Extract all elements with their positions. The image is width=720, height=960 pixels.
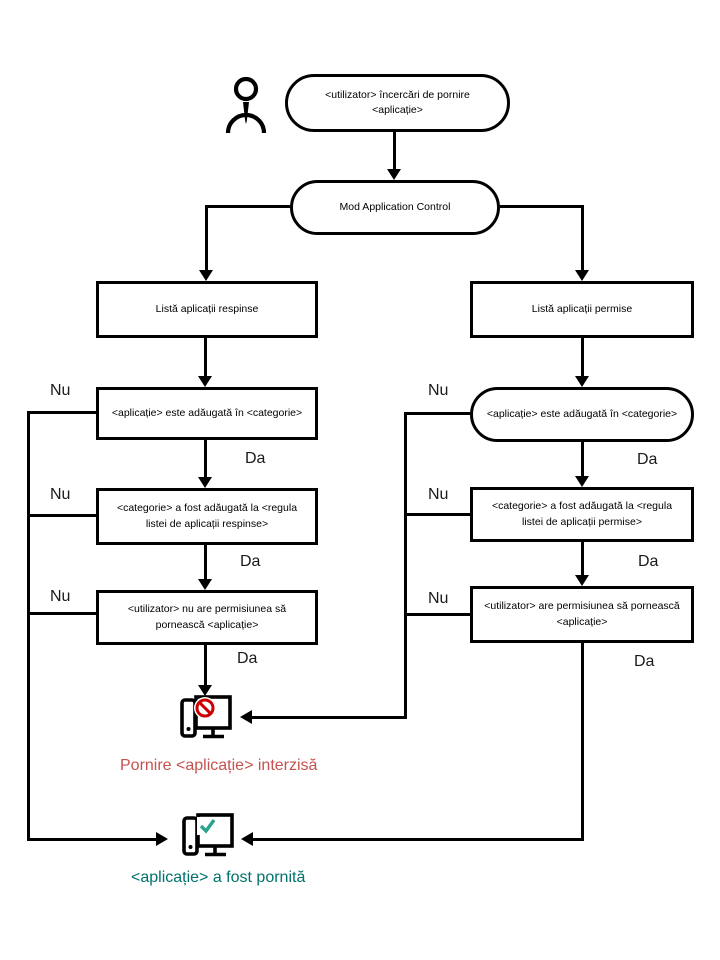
node-denied-rule: <categorie> a fost adăugată la <regula l… [96,488,318,545]
flow-line [404,412,407,719]
flow-line [581,542,584,576]
flow-line [27,411,96,414]
arrowhead-right [156,832,168,846]
flow-line [204,545,207,580]
flow-line [27,612,96,615]
caption-started: <aplicație> a fost pornită [131,869,306,886]
node-allowed-list: Listă aplicații permise [470,281,694,338]
flow-line [404,513,470,516]
flow-line [581,205,584,271]
flow-line [252,716,407,719]
flow-line [500,205,584,208]
label-da: Da [638,553,659,570]
person-icon [225,76,267,134]
node-denied-in-category-label: <aplicație> este adăugată în <categorie> [111,406,303,419]
node-allowed-in-category: <aplicație> este adăugată în <categorie> [470,387,694,442]
flow-line [581,442,584,477]
arrowhead-down [198,685,212,696]
node-denied-permission-label: <utilizator> nu are permisiunea să porne… [127,603,287,631]
flow-line [27,514,96,517]
arrowhead-left [240,710,252,724]
node-denied-list: Listă aplicații respinse [96,281,318,338]
computer-started-icon [182,813,234,857]
node-allowed-rule: <categorie> a fost adăugată la <regula l… [470,487,694,542]
arrowhead-down [199,270,213,281]
node-allowed-in-category-label: <aplicație> este adăugată în <categorie> [486,407,678,420]
flow-line [404,613,470,616]
arrowhead-down [575,376,589,387]
arrowhead-down [387,169,401,180]
flow-line [404,412,470,415]
label-da: Da [634,653,655,670]
arrowhead-down [575,270,589,281]
label-nu: Nu [50,588,71,605]
node-allowed-permission-label: <utilizator> are permisiunea să porneasc… [484,600,680,628]
label-nu: Nu [428,486,449,503]
arrowhead-down [575,575,589,586]
node-allowed-rule-label: <categorie> a fost adăugată la <regula l… [491,500,673,528]
label-nu: Nu [50,382,71,399]
flow-line [204,645,207,686]
flow-line [205,205,208,271]
arrowhead-down [198,579,212,590]
flow-line [253,838,584,841]
arrowhead-down [198,477,212,488]
node-denied-in-category: <aplicație> este adăugată în <categorie> [96,387,318,440]
flow-line [581,643,584,841]
flow-line [581,338,584,377]
label-da: Da [237,650,258,667]
label-nu: Nu [428,382,449,399]
node-mode: Mod Application Control [290,180,500,235]
flow-line [204,338,207,377]
node-start-label: <utilizator> încercări de pornire <aplic… [325,88,470,116]
node-allowed-list-label: Listă aplicații permise [531,302,633,315]
label-da: Da [637,451,658,468]
arrowhead-down [198,376,212,387]
node-start: <utilizator> încercări de pornire <aplic… [285,74,510,132]
flow-line [27,411,30,841]
flow-line [205,205,290,208]
computer-blocked-icon [180,695,232,739]
caption-blocked: Pornire <aplicație> interzisă [120,757,318,774]
flow-line [27,838,157,841]
node-denied-rule-label: <categorie> a fost adăugată la <regula l… [116,502,298,530]
flow-line [393,132,396,170]
node-mode-label: Mod Application Control [339,200,451,213]
flow-line [204,440,207,478]
label-nu: Nu [50,486,71,503]
arrowhead-left [241,832,253,846]
node-allowed-permission: <utilizator> are permisiunea să porneasc… [470,586,694,643]
label-da: Da [245,450,266,467]
node-denied-permission: <utilizator> nu are permisiunea să porne… [96,590,318,645]
label-nu: Nu [428,590,449,607]
label-da: Da [240,553,261,570]
arrowhead-down [575,476,589,487]
node-denied-list-label: Listă aplicații respinse [155,302,259,315]
